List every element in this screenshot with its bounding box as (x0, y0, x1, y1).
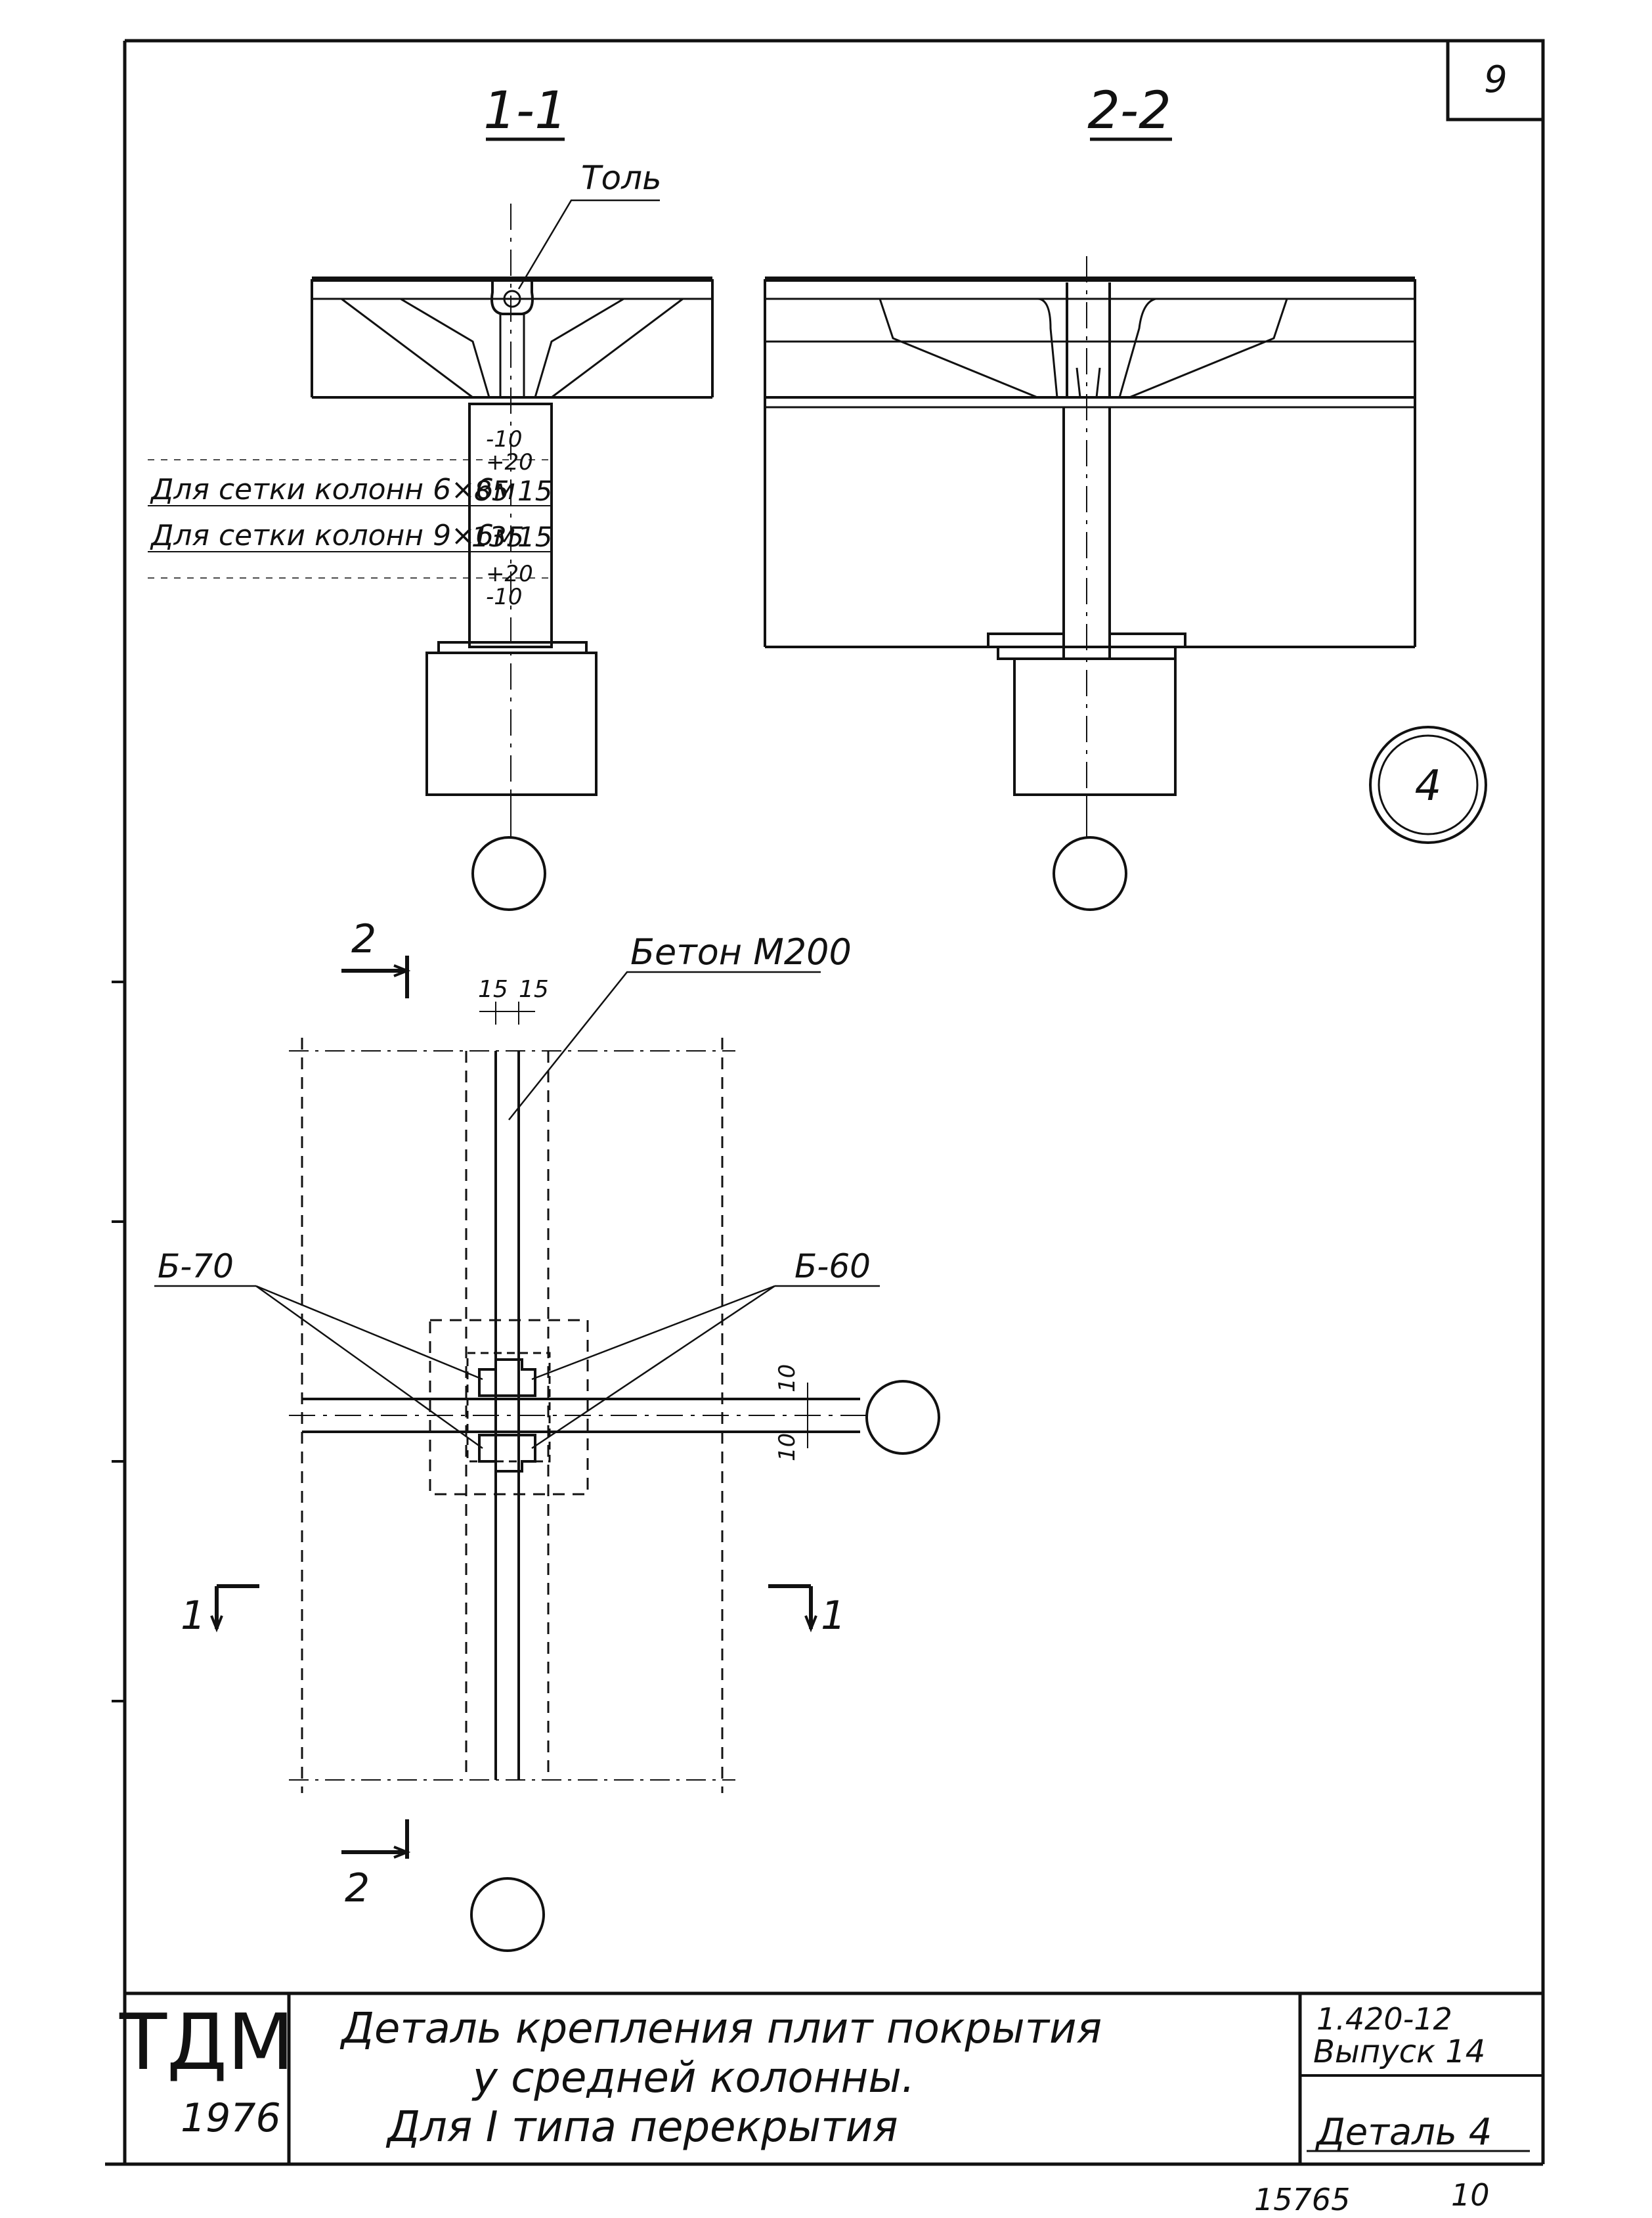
label-tol: Толь (581, 159, 662, 197)
sheet-number: 9 (1484, 58, 1508, 101)
dim-minus10-top: -10 (486, 426, 523, 453)
dim-plan-15-left: 15 (478, 976, 508, 1003)
dim-plus20-top: +20 (486, 449, 533, 476)
inventory-number: 15765 (1254, 2182, 1350, 2217)
label-grid-9x6: Для сетки колонн 9×6м (150, 519, 515, 552)
label-b60: Б-60 (794, 1247, 871, 1285)
title-line-2: у средней колонны. (471, 2054, 915, 2102)
section-mark-1-left: 1 (181, 1593, 206, 1639)
label-grid-6x6: Для сетки колонн 6×6м (150, 473, 515, 506)
dim-plan-15-right: 15 (519, 976, 549, 1003)
title-line-1: Деталь крепления плит покрытия (339, 2005, 1102, 2053)
issue-number: Выпуск 14 (1313, 2033, 1485, 2070)
title-block (125, 1991, 1543, 2164)
title-line-3: Для I типа перекрытия (385, 2103, 898, 2152)
series-number: 1.420-12 (1316, 2001, 1452, 2037)
dim-plus20-bottom: +20 (486, 561, 533, 587)
label-b70: Б-70 (158, 1247, 234, 1285)
org-mark: ТДМ (119, 1997, 294, 2087)
plan-view-drawing (154, 956, 940, 1952)
section-2-2-title: 2-2 (1087, 81, 1171, 141)
detail-4-number: 4 (1415, 762, 1442, 810)
sheet-frame (105, 39, 1545, 2166)
section-mark-2-bottom: 2 (345, 1865, 370, 1911)
page-number: 10 (1451, 2177, 1490, 2213)
label-beton: Бетон М200 (630, 931, 852, 973)
section-titles: 1-1 2-2 (483, 81, 1172, 141)
section-1-1-drawing (148, 199, 714, 911)
year: 1976 (181, 2095, 281, 2141)
dim-plan-10-down: 10 (774, 1433, 800, 1461)
section-1-1-title: 1-1 (483, 81, 567, 141)
dim-135: 135 (471, 521, 524, 553)
detail-4-marker (1369, 726, 1487, 844)
dim-85: 85 (474, 475, 509, 507)
dim-15-a: 15 (517, 475, 552, 507)
column-dimensions: -10 +20 85 15 135 15 +20 -10 (471, 426, 552, 610)
dim-15-b: 15 (517, 521, 552, 553)
section-mark-2-top: 2 (351, 916, 376, 962)
dim-minus10-bottom: -10 (486, 584, 523, 610)
detail-number: Деталь 4 (1315, 2111, 1492, 2154)
dim-plan-10-up: 10 (774, 1364, 800, 1392)
section-mark-1-right: 1 (821, 1593, 846, 1639)
section-2-2-drawing (764, 256, 1416, 911)
